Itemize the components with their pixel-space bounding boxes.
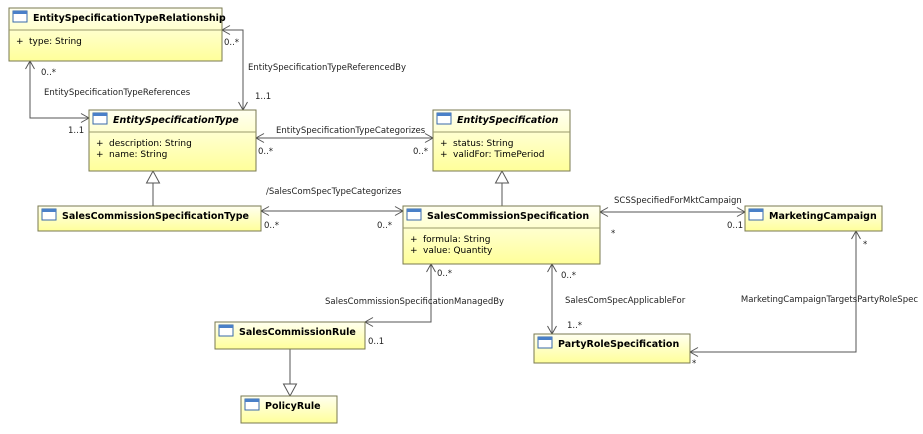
class-icon-header — [538, 337, 552, 340]
class-name: EntitySpecification — [457, 115, 559, 126]
multiplicity-label: 0..* — [437, 269, 452, 279]
class-name: EntitySpecificationTypeRelationship — [33, 13, 226, 24]
class-icon-header — [219, 325, 233, 328]
multiplicity-label: 0..* — [41, 68, 56, 78]
attribute-text: formula: String — [423, 235, 490, 245]
class-entityspecificationtype[interactable]: EntitySpecificationType + description: Str… — [88, 109, 257, 172]
class-salescommissionspecification[interactable]: SalesCommissionSpecification + formula: St… — [402, 205, 601, 265]
multiplicity-label: * — [611, 229, 615, 239]
attribute-text: status: String — [453, 139, 513, 149]
class-name: MarketingCampaign — [769, 211, 877, 222]
attribute-text: value: Quantity — [423, 246, 493, 256]
association-entityspecificationtypereferences[interactable] — [29, 61, 89, 119]
class-box — [37, 205, 262, 232]
association-salescommissionspecificationmanagedby[interactable] — [365, 264, 432, 323]
class-name: SalesCommissionSpecification — [427, 211, 589, 222]
class-name: PartyRoleSpecification — [558, 339, 679, 350]
class-salescommissionspecificationtype[interactable]: SalesCommissionSpecificationType — [37, 205, 262, 232]
class-icon-header — [437, 113, 451, 116]
multiplicity-label: 1..1 — [68, 126, 84, 136]
class-icon-header — [407, 209, 421, 212]
association-label: EntitySpecificationTypeReferences — [44, 88, 191, 98]
multiplicity-label: 0..* — [561, 271, 576, 281]
diagram-classes: EntitySpecificationTypeRelationship + type… — [8, 7, 883, 424]
class-partyrolespecification[interactable]: PartyRoleSpecification — [533, 333, 691, 364]
multiplicity-label: * — [692, 359, 696, 369]
association-entityspecificationtypereferencedby[interactable] — [222, 29, 244, 110]
association-label: SalesComSpecApplicableFor — [565, 296, 686, 306]
class-name: EntitySpecificationType — [113, 115, 239, 126]
class-icon-header — [13, 11, 27, 14]
association-label: EntitySpecificationTypeCategorizes — [276, 126, 426, 136]
class-box — [402, 205, 601, 265]
class-salescommissionrule[interactable]: SalesCommissionRule — [214, 321, 366, 350]
class-entityspecificationtyperelationship[interactable]: EntitySpecificationTypeRelationship + type… — [8, 7, 226, 62]
attribute-text: description: String — [109, 139, 192, 149]
multiplicity-label: 1..1 — [255, 92, 271, 102]
class-name: SalesCommissionSpecificationType — [62, 211, 249, 222]
class-name: PolicyRule — [265, 401, 321, 412]
class-box — [533, 333, 691, 364]
attribute-text: validFor: TimePeriod — [453, 150, 544, 160]
class-box — [214, 321, 366, 350]
attribute-text: name: String — [109, 150, 167, 160]
class-icon-header — [93, 113, 107, 116]
association-marketingcampaigntargetspartyrolespec[interactable] — [690, 231, 857, 353]
attribute-visibility: + — [96, 150, 104, 160]
association-label: /SalesComSpecTypeCategorizes — [266, 187, 402, 197]
attribute-visibility: + — [410, 235, 418, 245]
class-icon-header — [42, 209, 56, 212]
attribute-visibility: + — [410, 246, 418, 256]
class-icon-header — [749, 209, 763, 212]
class-entityspecification[interactable]: EntitySpecification + status: String + valid… — [432, 109, 571, 172]
multiplicity-label: 0..* — [264, 221, 279, 231]
class-box — [8, 7, 223, 62]
class-icon-header — [245, 399, 259, 402]
attribute-visibility: + — [440, 139, 448, 149]
generalization-arrowhead — [282, 383, 298, 398]
association-label: SCSSpecifiedForMktCampaign — [614, 196, 742, 206]
multiplicity-label: * — [863, 240, 867, 250]
class-policyrule[interactable]: PolicyRule — [240, 395, 338, 424]
class-box — [88, 109, 257, 172]
multiplicity-label: 0..1 — [727, 221, 743, 231]
class-box — [744, 205, 883, 232]
attribute-visibility: + — [16, 37, 24, 47]
multiplicity-label: 0..* — [377, 221, 392, 231]
multiplicity-label: 0..* — [258, 147, 273, 157]
diagram-labels: EntitySpecificationTypeReferencedBy 0..* 1… — [41, 38, 918, 369]
class-box — [432, 109, 571, 172]
attribute-visibility: + — [440, 150, 448, 160]
multiplicity-label: 0..* — [224, 38, 239, 48]
diagram-edges — [25, 25, 861, 398]
multiplicity-label: 0..* — [413, 147, 428, 157]
association-label: MarketingCampaignTargetsPartyRoleSpec — [741, 295, 918, 305]
attribute-text: type: String — [29, 37, 82, 47]
class-marketingcampaign[interactable]: MarketingCampaign — [744, 205, 883, 232]
generalization-arrowhead — [145, 169, 161, 184]
multiplicity-label: 0..1 — [368, 337, 384, 347]
multiplicity-label: 1..* — [567, 321, 582, 331]
class-name: SalesCommissionRule — [239, 327, 356, 338]
association-label: EntitySpecificationTypeReferencedBy — [248, 63, 406, 73]
attribute-visibility: + — [96, 139, 104, 149]
association-label: SalesCommissionSpecificationManagedBy — [325, 297, 504, 307]
generalization-arrowhead — [494, 169, 510, 184]
